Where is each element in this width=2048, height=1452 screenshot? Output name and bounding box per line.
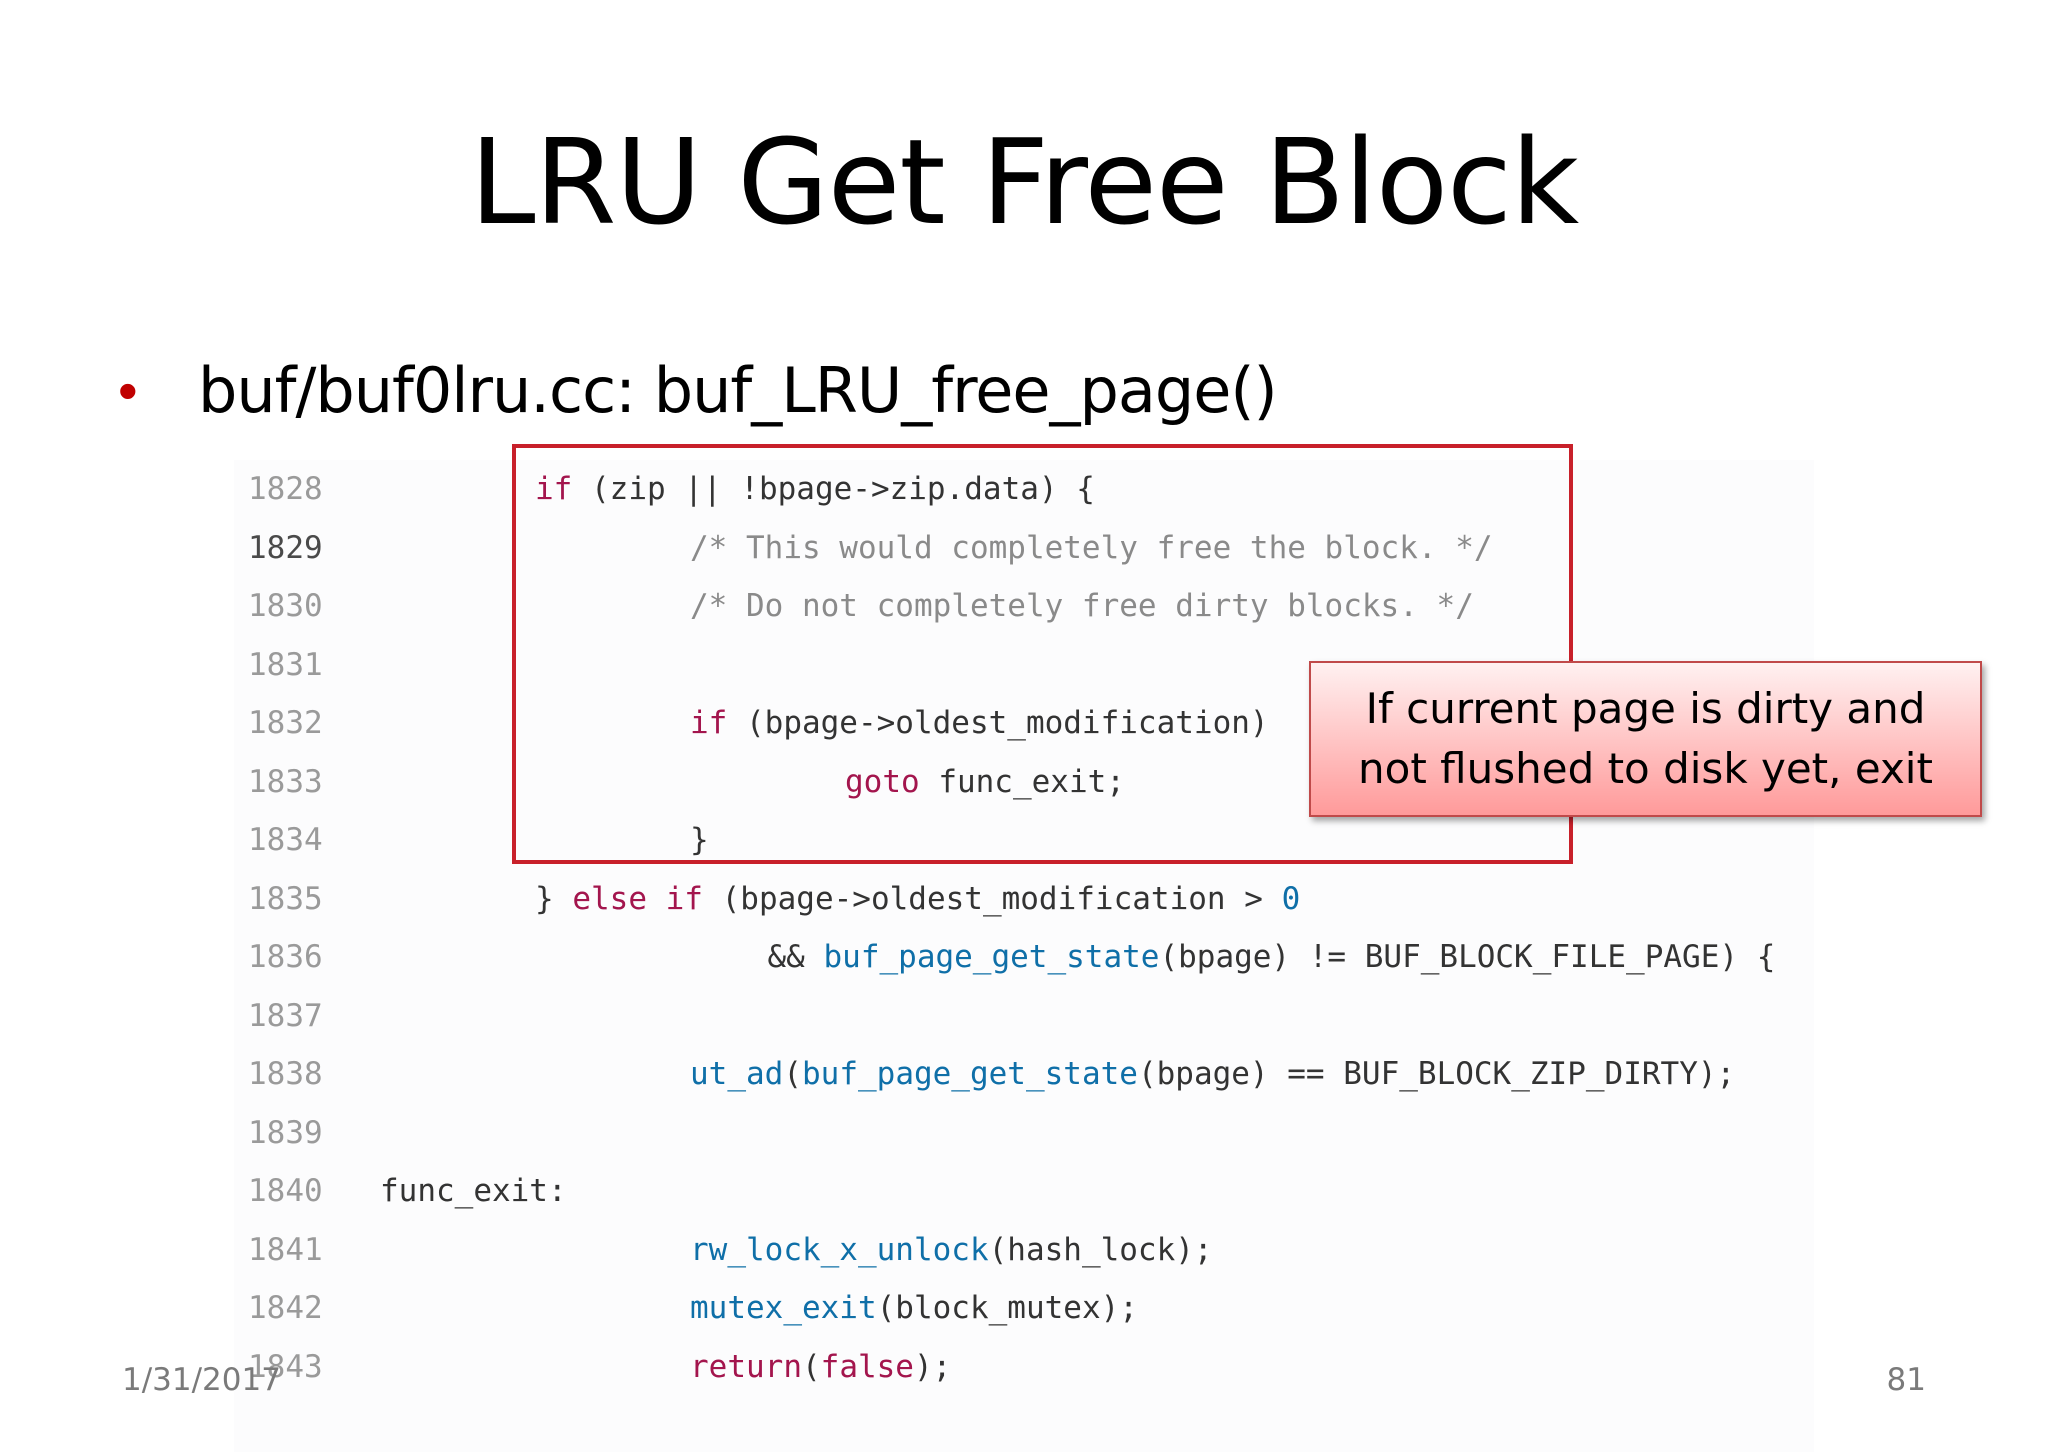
code-text: mutex_exit(block_mutex); [690, 1279, 1138, 1337]
code-token: return [690, 1348, 802, 1385]
code-token: if [690, 705, 728, 741]
code-line: 1828 if (zip || !bpage->zip.data) { [234, 460, 1814, 519]
line-number: 1837 [248, 997, 323, 1034]
code-line: 1838 ut_ad(buf_page_get_state(bpage) == B… [234, 1045, 1814, 1104]
code-token: func_exit: [380, 1173, 567, 1209]
code-token: } [690, 822, 709, 858]
code-line: 1841 rw_lock_x_unlock(hash_lock); [234, 1221, 1814, 1280]
code-token: (bpage) != BUF_BLOCK_FILE_PAGE) { [1159, 939, 1776, 975]
line-number: 1842 [248, 1290, 323, 1326]
line-number: 1838 [248, 1056, 323, 1092]
code-token: buf_page_get_state [802, 1056, 1138, 1092]
code-line: 1837 [234, 987, 1814, 1046]
code-listing: 1828 if (zip || !bpage->zip.data) { 1829 /*… [234, 460, 1814, 1452]
slide-title: LRU Get Free Block [469, 113, 1579, 251]
code-line: 1840 func_exit: [234, 1162, 1814, 1221]
line-number: 1839 [248, 1114, 323, 1151]
code-token: /* Do not completely free dirty blocks. … [690, 588, 1474, 624]
code-line: 1829 /* This would completely free the bl… [234, 519, 1814, 578]
footer-page-number: 81 [1886, 1362, 1926, 1398]
line-number: 1841 [248, 1231, 323, 1268]
code-line: 1843 return(false); [234, 1338, 1814, 1397]
line-number: 1835 [248, 880, 323, 917]
callout-box: If current page is dirty and not flushed… [1309, 661, 1982, 817]
code-token: 0 [1281, 880, 1301, 917]
code-text: } [690, 811, 709, 869]
code-token: buf_page_get_state [823, 939, 1160, 975]
code-line: 1835} else if (bpage->oldest_modificatio… [234, 870, 1814, 929]
code-text: } else if (bpage->oldest_modification > … [535, 870, 1300, 928]
code-token: else if [572, 880, 703, 917]
code-token: if [535, 471, 573, 507]
bullet-dot-icon: • [118, 358, 138, 422]
highlight-box [512, 444, 1573, 864]
line-number: 1829 [248, 529, 323, 566]
code-token: mutex_exit [690, 1290, 877, 1326]
code-text: ut_ad(buf_page_get_state(bpage) == BUF_B… [690, 1045, 1735, 1103]
code-text: func_exit: [380, 1162, 567, 1220]
line-number: 1831 [248, 646, 323, 683]
bullet-text: buf/buf0lru.cc: buf_LRU_free_page() [198, 353, 1278, 427]
code-token: && [767, 939, 824, 975]
code-text: if (bpage->oldest_modification) [690, 694, 1269, 752]
bullet-item: • buf/buf0lru.cc: buf_LRU_free_page() [118, 350, 1278, 430]
code-line: 1834} [234, 811, 1814, 870]
code-token: ); [913, 1348, 952, 1385]
code-line: 1830 /* Do not completely free dirty bloc… [234, 577, 1814, 636]
code-token: (bpage->oldest_modification > [702, 880, 1282, 917]
code-token: (hash_lock); [988, 1231, 1213, 1268]
code-token: goto [845, 763, 920, 800]
line-number: 1833 [248, 763, 323, 800]
line-number: 1830 [248, 588, 323, 624]
code-line: 1839 [234, 1104, 1814, 1163]
code-token: ( [801, 1348, 821, 1385]
line-number: 1828 [248, 471, 323, 507]
code-token: } [535, 880, 573, 917]
code-token: (bpage->oldest_modification) [727, 705, 1269, 741]
code-line: 1842 mutex_exit(block_mutex); [234, 1279, 1814, 1338]
code-token: rw_lock_x_unlock [690, 1231, 989, 1268]
code-text: /* Do not completely free dirty blocks. … [690, 577, 1474, 635]
callout-text: If current page is dirty and not flushed… [1358, 684, 1933, 793]
code-token: false [820, 1348, 914, 1385]
line-number: 1836 [248, 939, 323, 975]
footer-date: 1/31/2017 [122, 1362, 281, 1398]
line-number: 1840 [248, 1173, 323, 1209]
code-token: (block_mutex); [876, 1290, 1138, 1326]
line-number: 1843 [248, 1348, 323, 1385]
code-line: 1832 if (bpage->oldest_modification) [234, 694, 1814, 753]
code-text: rw_lock_x_unlock(hash_lock); [690, 1221, 1213, 1279]
code-text: /* This would completely free the block.… [690, 519, 1493, 577]
code-token: func_exit; [919, 763, 1125, 800]
code-text: return(false); [690, 1338, 951, 1396]
line-number: 1834 [248, 822, 323, 858]
line-number: 1832 [248, 705, 323, 741]
code-token: ( [783, 1056, 802, 1092]
code-token: /* This would completely free the block.… [690, 529, 1493, 566]
code-token: (zip || !bpage->zip.data) { [572, 471, 1095, 507]
code-line: 1836 && buf_page_get_state(bpage) != BUF_… [234, 928, 1814, 987]
code-line: 1831 [234, 636, 1814, 695]
code-line: 1833 goto func_exit; [234, 753, 1814, 812]
code-text: goto func_exit; [845, 753, 1125, 811]
code-text: if (zip || !bpage->zip.data) { [535, 460, 1095, 518]
code-token: (bpage) == BUF_BLOCK_ZIP_DIRTY); [1137, 1056, 1736, 1092]
code-token: ut_ad [690, 1056, 784, 1092]
code-text: && buf_page_get_state(bpage) != BUF_BLOC… [768, 928, 1776, 986]
